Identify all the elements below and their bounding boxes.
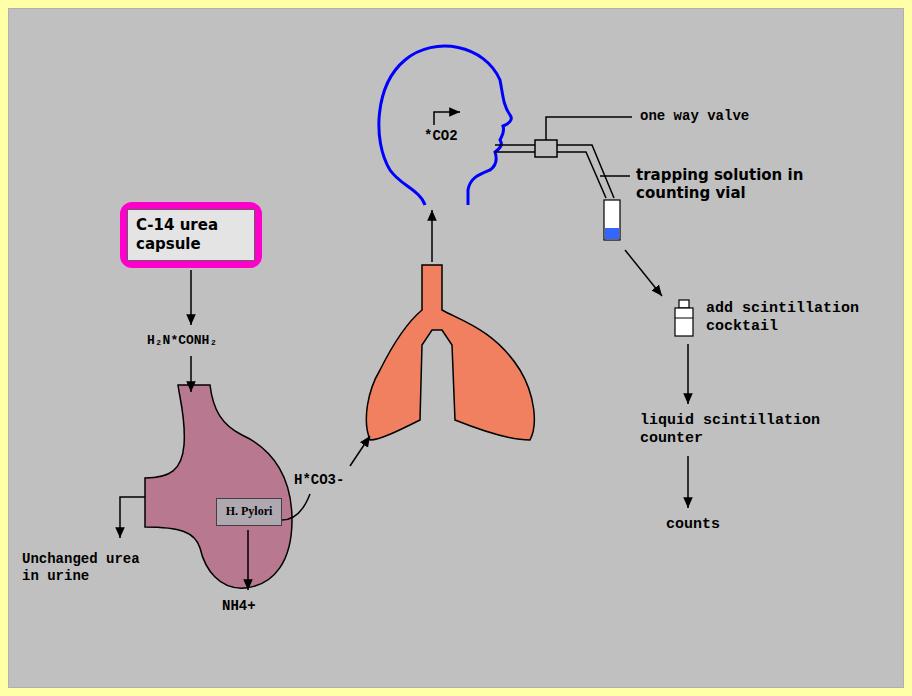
step-label: counts (666, 516, 720, 534)
flow-arrow (247, 530, 249, 590)
urea-formula: H₂N*CONH₂ (147, 333, 217, 349)
trapping-solution (605, 228, 619, 239)
stomach (145, 385, 292, 588)
capsule-box: C-14 urea capsule (120, 202, 262, 268)
flow-arrow (282, 494, 310, 520)
one-way-valve (535, 140, 557, 157)
flow-arrow (190, 270, 192, 325)
flow-arrow (625, 250, 662, 296)
box-text: H. Pylori (217, 499, 281, 525)
bottle-line (675, 318, 693, 319)
flow-arrow (687, 344, 689, 404)
bottle-cap (679, 300, 689, 308)
head-outline (379, 46, 511, 205)
product-label: NH4+ (222, 598, 256, 615)
flow-arrow (350, 436, 370, 466)
flow-arrow (120, 497, 145, 538)
product-label: H*CO3- (294, 472, 344, 489)
step-label: add scintillation cocktail (706, 300, 881, 336)
box-text: C-14 urea capsule (127, 209, 255, 261)
flow-arrow (434, 112, 460, 125)
bottle (675, 308, 693, 336)
leader-line (600, 175, 630, 177)
gas-label: *CO2 (424, 128, 458, 145)
part-label: trapping solution in counting vial (636, 166, 826, 202)
breath-tube (495, 152, 606, 198)
counting-vial (604, 200, 620, 240)
note: Unchanged urea in urine (22, 551, 157, 585)
step-label: liquid scintillation counter (640, 412, 825, 448)
lungs (366, 265, 534, 440)
leader-line (546, 117, 632, 140)
flow-arrow (190, 356, 192, 392)
flow-arrow (687, 456, 689, 508)
flow-arrow (431, 210, 433, 262)
part-label: one way valve (640, 108, 749, 125)
bacteria-box: H. Pylori (216, 498, 282, 526)
